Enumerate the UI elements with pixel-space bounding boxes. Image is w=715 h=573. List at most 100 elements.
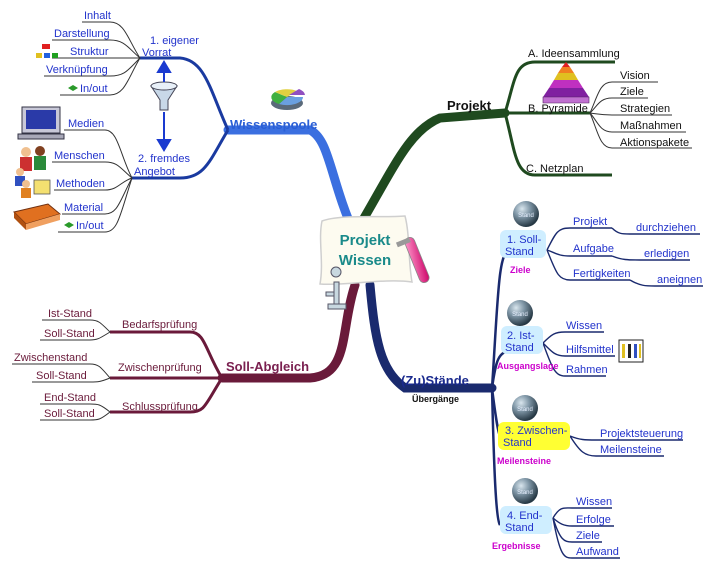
books-icon [13, 203, 62, 230]
stage-label-1: 4. End- [507, 510, 543, 522]
center-node: Projekt Wissen [319, 215, 430, 310]
projekt-c: C. Netzplan [526, 163, 583, 175]
stage-3: Stand 3. Zwischen- Stand Meilensteine Pr… [497, 395, 683, 466]
stage-4: Stand 4. End- Stand Ergebnisse Wissen Er… [492, 478, 619, 558]
stage-item: Aufgabe [573, 243, 614, 255]
globe-caption: Stand [518, 213, 534, 219]
stage-item: Erfolge [576, 514, 611, 526]
funnel-icon [150, 81, 178, 111]
microscope-icon [325, 266, 347, 310]
stage-caption: Ziele [510, 265, 531, 275]
zustaende-subtitle: Übergänge [412, 394, 459, 404]
branch-stage-4 [490, 387, 502, 526]
people-icon [15, 146, 46, 186]
stage-box-highlight [498, 422, 570, 450]
branch-soll-abgleich [217, 280, 360, 383]
stage-item: Hilfsmittel [566, 344, 614, 356]
fremdes-label-1: 2. fremdes [138, 153, 190, 165]
soll-group-label: Zwischenprüfung [118, 362, 202, 374]
stage-label-1: 1. Soll- [507, 234, 542, 246]
main-branches [217, 108, 510, 393]
branch-wissenspoole [223, 125, 360, 240]
wissenspoole-group: Wissenspoole 1. eigener Vorrat 2. fremde… [13, 10, 317, 233]
fremdes-item: Menschen [54, 150, 105, 162]
stage-verb: aneignen [657, 274, 702, 286]
soll-item: Soll-Stand [36, 370, 87, 382]
projekt-b: B. Pyramide [528, 103, 588, 115]
methods-icon [21, 179, 51, 198]
zustaende-group: (Zu)Stände Übergänge Stand 1. Soll- Stan… [401, 201, 703, 559]
pyramide-item: Vision [620, 70, 650, 82]
soll-group-label: Schlussprüfung [122, 401, 198, 413]
branch-bedarf [110, 330, 224, 379]
branch-fremdes [132, 129, 230, 180]
soll-abgleich-group: Soll-Abgleich Bedarfsprüfung Zwischenprü… [12, 308, 309, 421]
stage-1: Stand 1. Soll- Stand Ziele Projekt Aufga… [500, 201, 702, 286]
eigener-label-2: Vorrat [142, 47, 171, 59]
stage-caption: Ergebnisse [492, 541, 541, 551]
stage-verb: durchziehen [636, 222, 696, 234]
stage-item: Aufwand [576, 546, 619, 558]
soll-item: Ist-Stand [48, 308, 92, 320]
globe-caption: Stand [517, 490, 533, 496]
fremdes-label-2: Angebot [134, 166, 175, 178]
stage-item: Rahmen [566, 364, 608, 376]
projekt-title: Projekt [447, 98, 492, 113]
stage-label-1: 2. Ist- [507, 330, 535, 342]
eigener-item: Verknüpfung [46, 64, 108, 76]
pyramid-icon [542, 62, 590, 104]
globe-caption: Stand [517, 407, 533, 413]
branch-projekt [355, 108, 510, 230]
stage-item: Meilensteine [600, 444, 662, 456]
stage-caption: Ausgangslage [497, 361, 559, 371]
wissenspoole-title: Wissenspoole [230, 117, 317, 132]
stage-label-2: Stand [503, 437, 532, 449]
eigener-item: In/out [80, 83, 108, 95]
stage-2: Stand 2. Ist- Stand Ausgangslage Wissen … [497, 300, 644, 376]
stage-box [501, 326, 543, 354]
globe-caption: Stand [512, 312, 528, 318]
stage-label-2: Stand [505, 342, 534, 354]
soll-abgleich-title: Soll-Abgleich [226, 359, 309, 374]
tools-icon [618, 339, 644, 363]
pyramide-item: Strategien [620, 103, 670, 115]
branch-a [503, 60, 615, 114]
double-arrow-icon [156, 60, 172, 152]
projekt-a: A. Ideensammlung [528, 48, 620, 60]
stage-box [500, 230, 546, 258]
branch-c [503, 112, 612, 177]
structure-icon [36, 44, 58, 58]
globe-icon [507, 300, 533, 326]
globe-icon [513, 201, 539, 227]
inout-arrow-icon [64, 85, 78, 228]
center-title-2: Wissen [339, 252, 391, 269]
stage-label-2: Stand [505, 522, 534, 534]
branch-eigener [140, 56, 230, 131]
fremdes-item: Methoden [56, 178, 105, 190]
stage-item: Projektsteuerung [600, 428, 683, 440]
stage-label-1: 3. Zwischen- [505, 425, 568, 437]
stage-box [500, 506, 552, 534]
projekt-group: Projekt A. Ideensammlung B. Pyramide C. … [447, 48, 692, 177]
branch-schluss [110, 377, 224, 414]
stage-item: Wissen [576, 496, 612, 508]
stage-item: Fertigkeiten [573, 268, 630, 280]
eigener-item: Darstellung [54, 28, 110, 40]
stage-item: Projekt [573, 216, 607, 228]
fremdes-item: Material [64, 202, 103, 214]
fremdes-item: Medien [68, 118, 104, 130]
stage-label-2: Stand [505, 246, 534, 258]
soll-item: Zwischenstand [14, 352, 87, 364]
globe-icon [512, 478, 538, 504]
stage-caption: Meilensteine [497, 456, 551, 466]
eigener-label-1: 1. eigener [150, 35, 199, 47]
computer-icon [17, 106, 65, 140]
fremdes-item: In/out [76, 220, 104, 232]
pyramide-item: Aktionspakete [620, 137, 689, 149]
pyramide-item: Ziele [620, 86, 644, 98]
branch-zustaende [365, 280, 497, 393]
soll-item: Soll-Stand [44, 328, 95, 340]
test-tube-icon [395, 236, 430, 284]
center-title-1: Projekt [340, 232, 391, 249]
